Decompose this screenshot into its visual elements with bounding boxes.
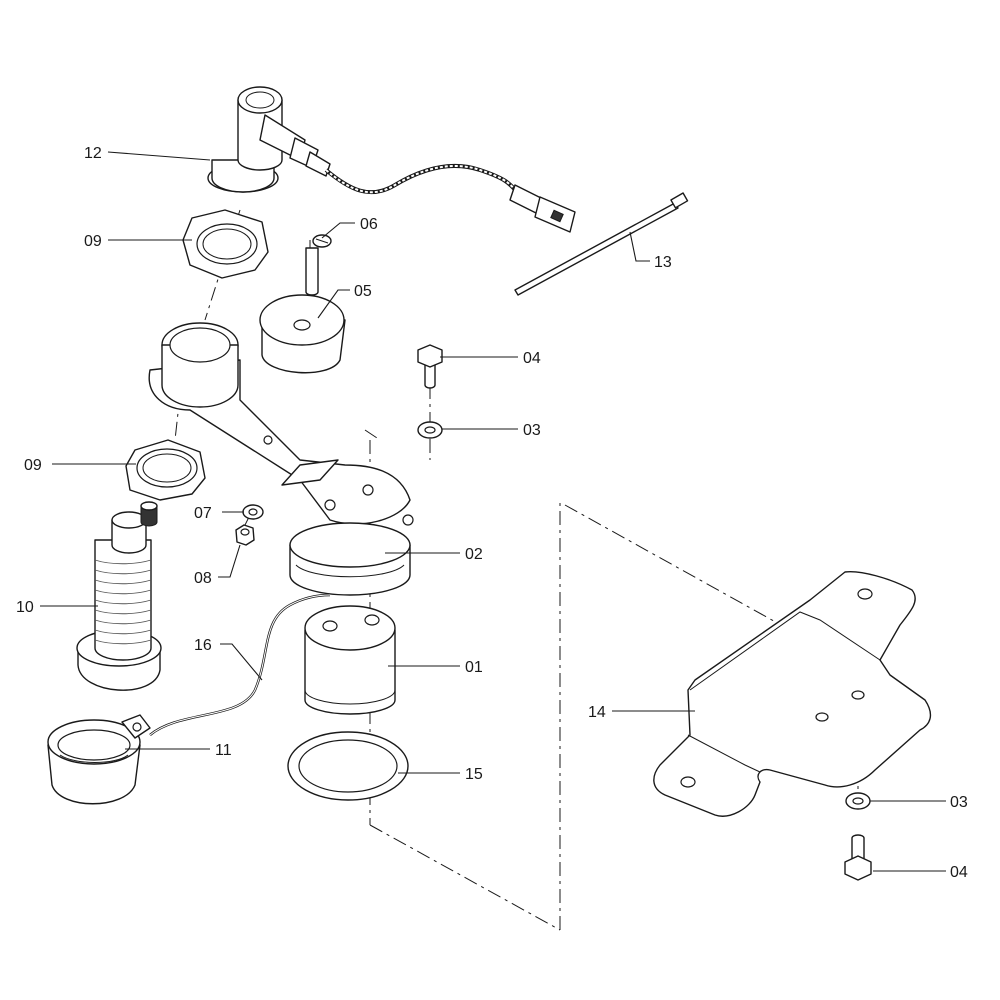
callout-14: 14 (588, 704, 606, 721)
callout-11: 11 (215, 742, 232, 759)
cable-tie-part (514, 192, 689, 296)
nut-small-part (235, 524, 255, 546)
callout-04-upper: 04 (523, 350, 541, 367)
callout-03-lower: 03 (950, 794, 968, 811)
callout-02: 02 (465, 546, 483, 563)
mounting-bracket-plate-part (653, 570, 932, 817)
callout-13: 13 (654, 254, 672, 271)
wire-harness (324, 163, 576, 233)
bolt-lower-part (844, 834, 872, 881)
callout-16: 16 (194, 637, 212, 654)
sensor-part (76, 501, 162, 691)
callout-04-lower: 04 (950, 864, 968, 881)
callout-07: 07 (194, 505, 212, 522)
callout-08: 08 (194, 570, 212, 587)
bolt-upper-part (417, 344, 443, 389)
callout-15: 15 (465, 766, 483, 783)
washer-small-part (242, 504, 264, 520)
screw-part (305, 234, 332, 296)
callout-03-upper: 03 (523, 422, 541, 439)
leader-lines (40, 151, 946, 872)
tether-cable-part (149, 593, 331, 736)
damper-part (259, 294, 346, 374)
washer-upper-part (417, 421, 443, 439)
callout-06: 06 (360, 216, 378, 233)
housing-cup-part (289, 522, 411, 596)
callout-labels: 12 09 06 05 13 04 03 09 07 08 02 10 16 0… (16, 145, 968, 881)
hex-nut-upper-part (182, 209, 269, 279)
callout-10: 10 (16, 599, 34, 616)
callout-05: 05 (354, 283, 372, 300)
mounting-arm-part (148, 322, 414, 526)
callout-12: 12 (84, 145, 102, 162)
connector-plug-part (207, 86, 331, 193)
callout-09-lower: 09 (24, 457, 42, 474)
cylinder-insert-part (304, 605, 396, 715)
protective-cap-part (47, 714, 151, 805)
washer-lower-part (845, 792, 871, 810)
gasket-ring-part (287, 731, 409, 801)
callout-09-upper: 09 (84, 233, 102, 250)
hex-nut-lower-part (125, 439, 206, 501)
callout-01: 01 (465, 659, 483, 676)
